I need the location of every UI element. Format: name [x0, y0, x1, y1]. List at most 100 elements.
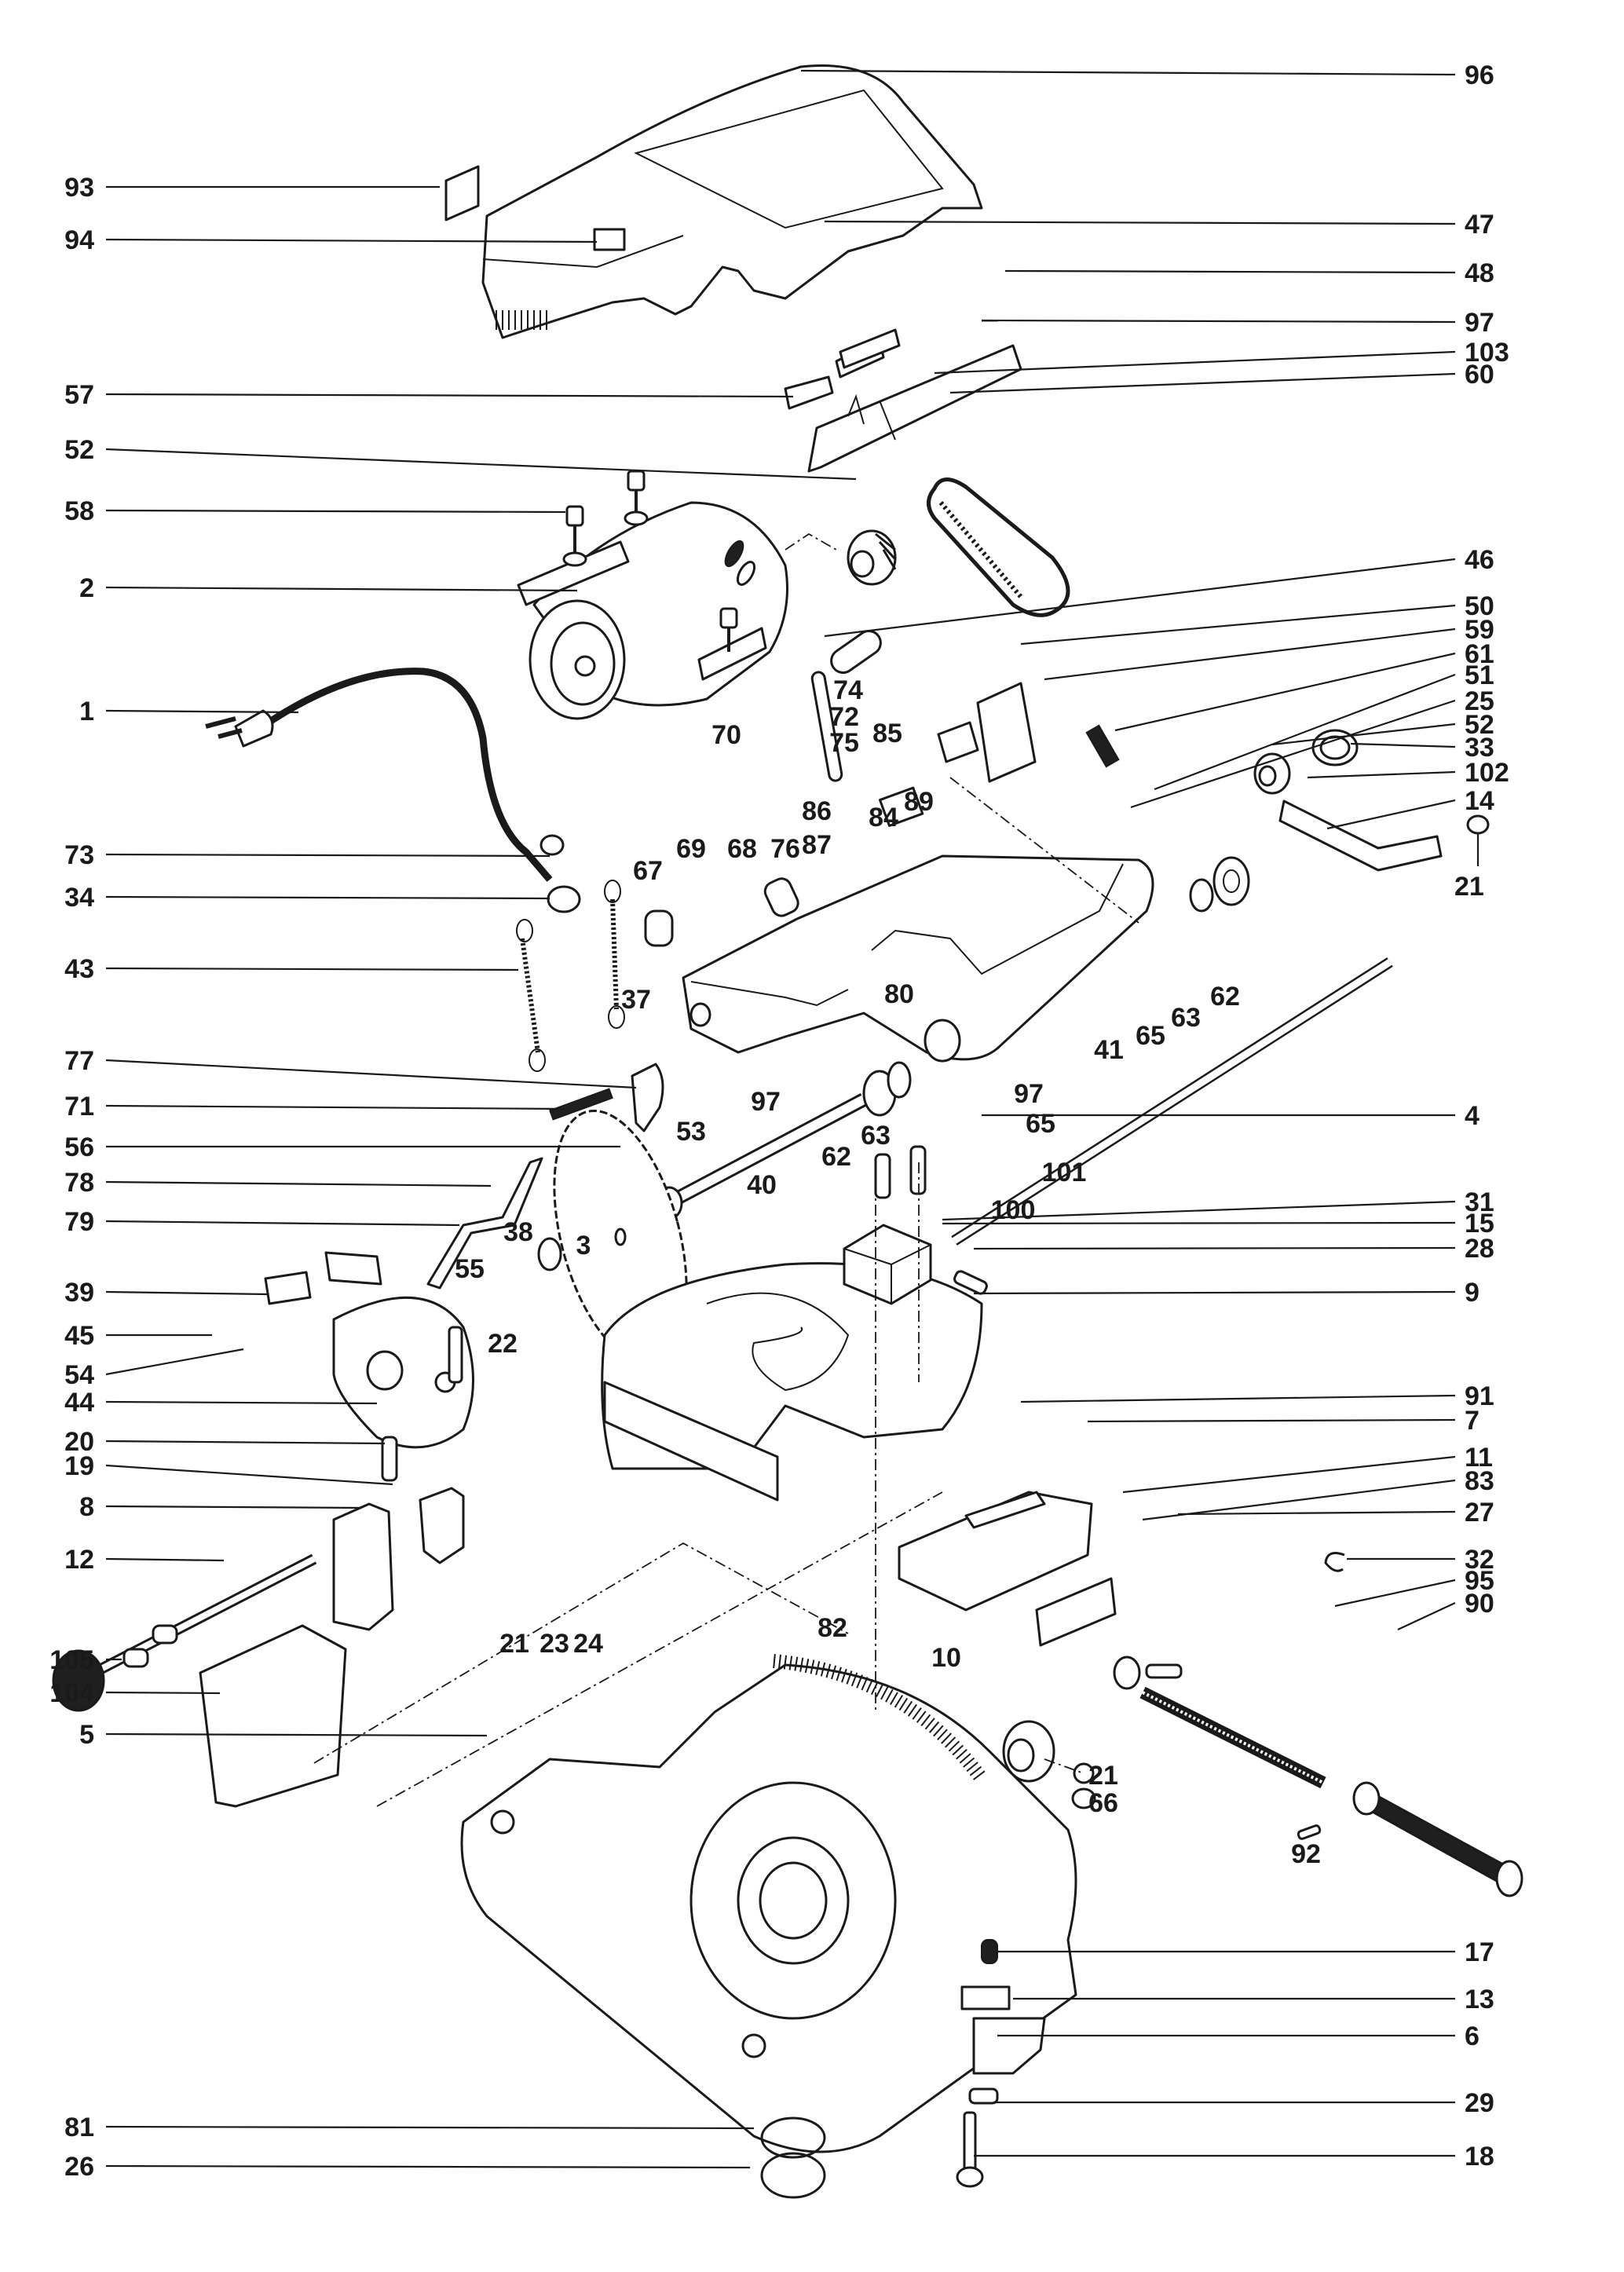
part-89-brush — [937, 721, 979, 763]
part-7-fence — [898, 1491, 1183, 1690]
callout-label-74: 74 — [833, 675, 863, 705]
part-79-lever — [426, 1063, 664, 1290]
callout-label-72: 72 — [829, 702, 859, 732]
callout-label-15: 15 — [1465, 1209, 1494, 1238]
leader-line-27 — [1177, 1510, 1456, 1516]
callout-label-31: 31 — [1465, 1187, 1494, 1217]
part-9-turntable — [601, 1262, 983, 1502]
callout-label-101: 101 — [1042, 1158, 1087, 1187]
part-90-handle — [1352, 1781, 1523, 1897]
callout-label-62: 62 — [821, 1142, 851, 1172]
part-93-label-plate — [444, 165, 480, 221]
callout-label-28: 28 — [1465, 1234, 1494, 1264]
callout-label-65: 65 — [1136, 1021, 1165, 1051]
leader-line-50 — [1020, 604, 1456, 646]
leader-line-1 — [105, 709, 299, 714]
callout-label-21: 21 — [1088, 1761, 1118, 1791]
part-103-motor-pulley — [847, 529, 897, 586]
callout-label-104: 104 — [49, 1678, 94, 1708]
leader-line-73 — [105, 853, 550, 858]
callout-label-87: 87 — [802, 830, 832, 860]
part-96-top-cover — [481, 64, 983, 339]
leader-line-39 — [105, 1290, 268, 1296]
callout-label-2: 2 — [79, 573, 94, 603]
part-31-screw — [874, 1153, 891, 1199]
parts-drawing — [52, 64, 1523, 2199]
callout-labels: 9394575258217334437771567879394554442019… — [49, 60, 1509, 2182]
callout-label-58: 58 — [64, 496, 94, 526]
callout-label-84: 84 — [869, 803, 898, 832]
part-38-flange — [537, 1237, 562, 1271]
part-82-scale — [773, 1654, 988, 1784]
callout-label-32: 32 — [1465, 1545, 1494, 1575]
callout-label-20: 20 — [64, 1427, 94, 1457]
callout-label-54: 54 — [64, 1360, 94, 1390]
callout-label-63: 63 — [861, 1121, 891, 1151]
part-41-arm-housing — [682, 854, 1154, 1063]
part-1-power-cord — [205, 668, 581, 913]
leader-line-91 — [1020, 1394, 1456, 1403]
part-20-screw — [381, 1436, 398, 1482]
callout-label-63: 63 — [1171, 1003, 1201, 1033]
callout-label-57: 57 — [64, 380, 94, 410]
leader-line-61 — [1114, 652, 1456, 732]
part-58-screws — [562, 470, 738, 652]
part-27-screw — [1145, 1663, 1183, 1679]
leader-line-25 — [1130, 699, 1456, 809]
leader-line-59 — [1044, 627, 1456, 681]
leader-line-19 — [105, 1464, 393, 1486]
part-33-102-bearing-pulley — [1189, 729, 1359, 913]
callout-label-4: 4 — [1465, 1101, 1480, 1131]
part-32-circlip — [1324, 1552, 1345, 1572]
callout-label-60: 60 — [1465, 360, 1494, 390]
callout-label-21: 21 — [499, 1629, 529, 1659]
leader-line-52b — [1271, 723, 1456, 746]
callout-label-3: 3 — [576, 1231, 591, 1260]
callout-label-71: 71 — [64, 1092, 94, 1121]
callout-label-97: 97 — [1014, 1079, 1044, 1109]
callout-label-82: 82 — [817, 1613, 847, 1643]
leader-line-15 — [942, 1221, 1456, 1225]
callout-label-1: 1 — [79, 697, 94, 726]
leader-line-90 — [1397, 1602, 1456, 1630]
leader-line-78 — [105, 1180, 492, 1187]
callout-label-10: 10 — [931, 1643, 961, 1673]
leader-line-102 — [1307, 770, 1456, 779]
leader-line-81 — [105, 2125, 755, 2130]
callout-label-22: 22 — [488, 1329, 518, 1359]
part-95-spindle — [1139, 1686, 1326, 1789]
callout-label-97: 97 — [1465, 308, 1494, 338]
leader-line-103 — [934, 350, 1456, 375]
callout-label-76: 76 — [770, 834, 800, 864]
part-105-screw — [123, 1648, 149, 1668]
part-8-bracket — [332, 1326, 465, 1631]
callout-label-17: 17 — [1465, 1937, 1494, 1967]
callout-label-18: 18 — [1465, 2142, 1494, 2171]
part-39-plate — [264, 1271, 312, 1305]
part-83-washer — [1113, 1656, 1141, 1690]
leader-line-96 — [800, 69, 1456, 76]
leader-line-12 — [105, 1557, 225, 1562]
callout-label-9: 9 — [1465, 1278, 1480, 1308]
callout-label-27: 27 — [1465, 1498, 1494, 1527]
callout-label-50: 50 — [1465, 591, 1494, 621]
part-10-gear-knob — [1002, 1720, 1096, 1809]
callout-label-80: 80 — [884, 979, 914, 1009]
leader-line-54 — [105, 1348, 244, 1376]
leader-line-8 — [105, 1505, 362, 1509]
callout-label-33: 33 — [1465, 733, 1494, 763]
callout-label-77: 77 — [64, 1046, 94, 1076]
callout-label-69: 69 — [676, 834, 706, 864]
part-76-bushing — [763, 877, 799, 917]
callout-label-13: 13 — [1465, 1985, 1494, 2014]
part-28-screw — [953, 1270, 988, 1295]
callout-label-102: 102 — [1465, 758, 1509, 788]
leader-line-95 — [1334, 1579, 1456, 1608]
part-63-washer — [1189, 878, 1214, 913]
leader-line-28 — [973, 1246, 1456, 1250]
leader-line-44 — [105, 1400, 378, 1405]
callout-label-62: 62 — [1210, 982, 1240, 1012]
part-23-bracket — [419, 1487, 465, 1564]
callout-label-5: 5 — [79, 1720, 94, 1750]
callout-label-96: 96 — [1465, 60, 1494, 90]
